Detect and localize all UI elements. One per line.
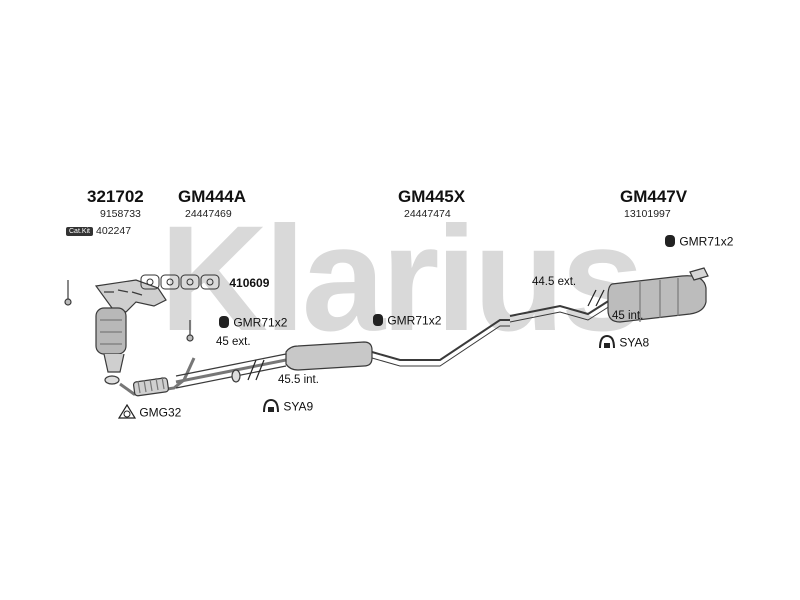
middle-silencer bbox=[285, 319, 510, 371]
part-ref-13101997: 13101997 bbox=[624, 208, 671, 220]
gmg-fitting[interactable]: GMG32 bbox=[117, 403, 182, 423]
rear-pipe-silencer bbox=[509, 267, 709, 323]
rubber-mount-icon bbox=[664, 234, 676, 251]
lambda-sensor bbox=[64, 280, 194, 342]
watermark-text: Klarius bbox=[160, 222, 641, 342]
dim-45-5-int: 45.5 int. bbox=[278, 374, 319, 386]
part-code-321702[interactable]: 321702 bbox=[87, 187, 144, 206]
exhaust-manifold-catalyst bbox=[94, 279, 167, 385]
gmr-rear-label: GMR71x2 bbox=[679, 234, 734, 249]
sya8-fitting[interactable]: SYA8 bbox=[598, 334, 649, 353]
gmr-front-label: GMR71x2 bbox=[233, 315, 288, 330]
gasket-set-icon bbox=[140, 272, 222, 295]
gasket-set-label: 410609 bbox=[229, 275, 270, 290]
dimension-marks bbox=[247, 289, 605, 381]
catkit-badge: Cat.Kit bbox=[66, 227, 94, 236]
clamp-icon bbox=[598, 334, 616, 353]
gmr-mid-label: GMR71x2 bbox=[387, 313, 442, 328]
part-code-gm444a[interactable]: GM444A bbox=[178, 187, 247, 206]
rubber-mount-icon bbox=[218, 315, 230, 332]
front-pipe bbox=[119, 353, 287, 397]
gmr-mid-fitting[interactable]: GMR71x2 bbox=[372, 313, 441, 330]
part-ref-24447474: 24447474 bbox=[404, 208, 451, 220]
gmg-label: GMG32 bbox=[139, 405, 182, 420]
gmr-rear-fitting[interactable]: GMR71x2 bbox=[664, 234, 733, 251]
clamp-icon bbox=[262, 398, 280, 417]
sya8-label: SYA8 bbox=[619, 335, 650, 350]
dim-44-5-ext: 44.5 ext. bbox=[532, 276, 577, 288]
gasket-set-fitting[interactable]: 410609 bbox=[140, 272, 269, 295]
dim-45-int: 45 int. bbox=[612, 310, 644, 322]
part-ref-9158733: 9158733 bbox=[100, 208, 141, 220]
rubber-mount-icon bbox=[372, 313, 384, 330]
part-code-gm445x[interactable]: GM445X bbox=[398, 187, 466, 206]
part-ref-24447469: 24447469 bbox=[185, 208, 232, 220]
dim-45-ext: 45 ext. bbox=[216, 336, 251, 348]
part-code-gm447v[interactable]: GM447V bbox=[620, 187, 688, 206]
gmr-front-fitting[interactable]: GMR71x2 bbox=[218, 315, 287, 332]
sya9-label: SYA9 bbox=[283, 399, 314, 414]
brand-watermark: Klarius bbox=[160, 222, 645, 342]
sya9-fitting[interactable]: SYA9 bbox=[262, 398, 313, 417]
catkit-ref[interactable]: 402247 bbox=[96, 225, 132, 237]
flange-gasket-icon bbox=[117, 403, 137, 423]
